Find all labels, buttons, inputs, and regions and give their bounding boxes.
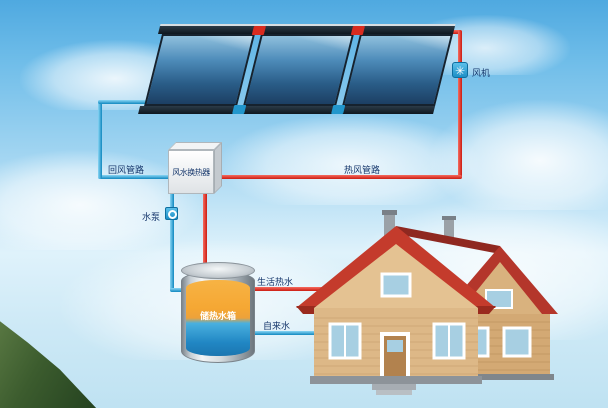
collector-panel-1: [144, 34, 256, 106]
collector-bottom-manifold: [138, 106, 436, 114]
storage-tank-lid: [181, 262, 255, 279]
pipe-hot-water-to-tank: [203, 188, 207, 280]
pipe-hot-air-horizontal: [208, 175, 462, 179]
pump-icon: [165, 207, 178, 220]
collector-top-manifold: [158, 26, 455, 34]
collector-panel-3: [342, 34, 454, 106]
solar-collector-array: [138, 26, 455, 114]
domestic-hot-water-label: 生活热水: [257, 277, 294, 287]
step-2: [376, 390, 412, 395]
attic-window: [380, 272, 412, 298]
house-illustration: [296, 210, 558, 395]
heat-exchanger-label: 风水换热器: [172, 167, 210, 177]
fan-icon: ✳: [452, 62, 468, 78]
pipe-return-air-vertical: [98, 100, 102, 179]
chimney-1-cap: [382, 210, 397, 215]
main-base: [310, 376, 482, 384]
hot-air-pipe-label: 热风管路: [344, 165, 381, 175]
fan-blades-icon: ✳: [454, 64, 466, 78]
wing-window-2: [502, 326, 532, 358]
cloud-5: [430, 100, 608, 210]
pump-label: 水泵: [142, 212, 161, 222]
heat-exchanger-side-face: [214, 142, 222, 194]
pipe-hot-air-vertical: [458, 30, 462, 179]
collector-hot-connector-2: [350, 26, 365, 35]
collector-cold-connector-1: [232, 105, 247, 114]
cloud-3: [220, 115, 480, 205]
storage-tank-label: 储热水箱: [199, 311, 236, 321]
tap-water-label: 自来水: [263, 321, 291, 331]
wing-base: [446, 374, 554, 380]
door-window: [387, 340, 403, 352]
collector-cold-connector-2: [331, 105, 346, 114]
step-1: [372, 384, 416, 390]
chimney-2-cap: [442, 216, 456, 220]
collector-panel-2: [243, 34, 355, 106]
collector-hot-connector-1: [251, 26, 266, 35]
heat-exchanger-box: 风水换热器: [168, 150, 214, 194]
return-air-pipe-label: 回风管路: [108, 165, 145, 175]
mountain: [0, 319, 98, 408]
fan-label: 风机: [472, 68, 491, 78]
pipe-cold-water-pump-line: [170, 188, 174, 292]
pump-impeller-icon: [168, 210, 177, 219]
